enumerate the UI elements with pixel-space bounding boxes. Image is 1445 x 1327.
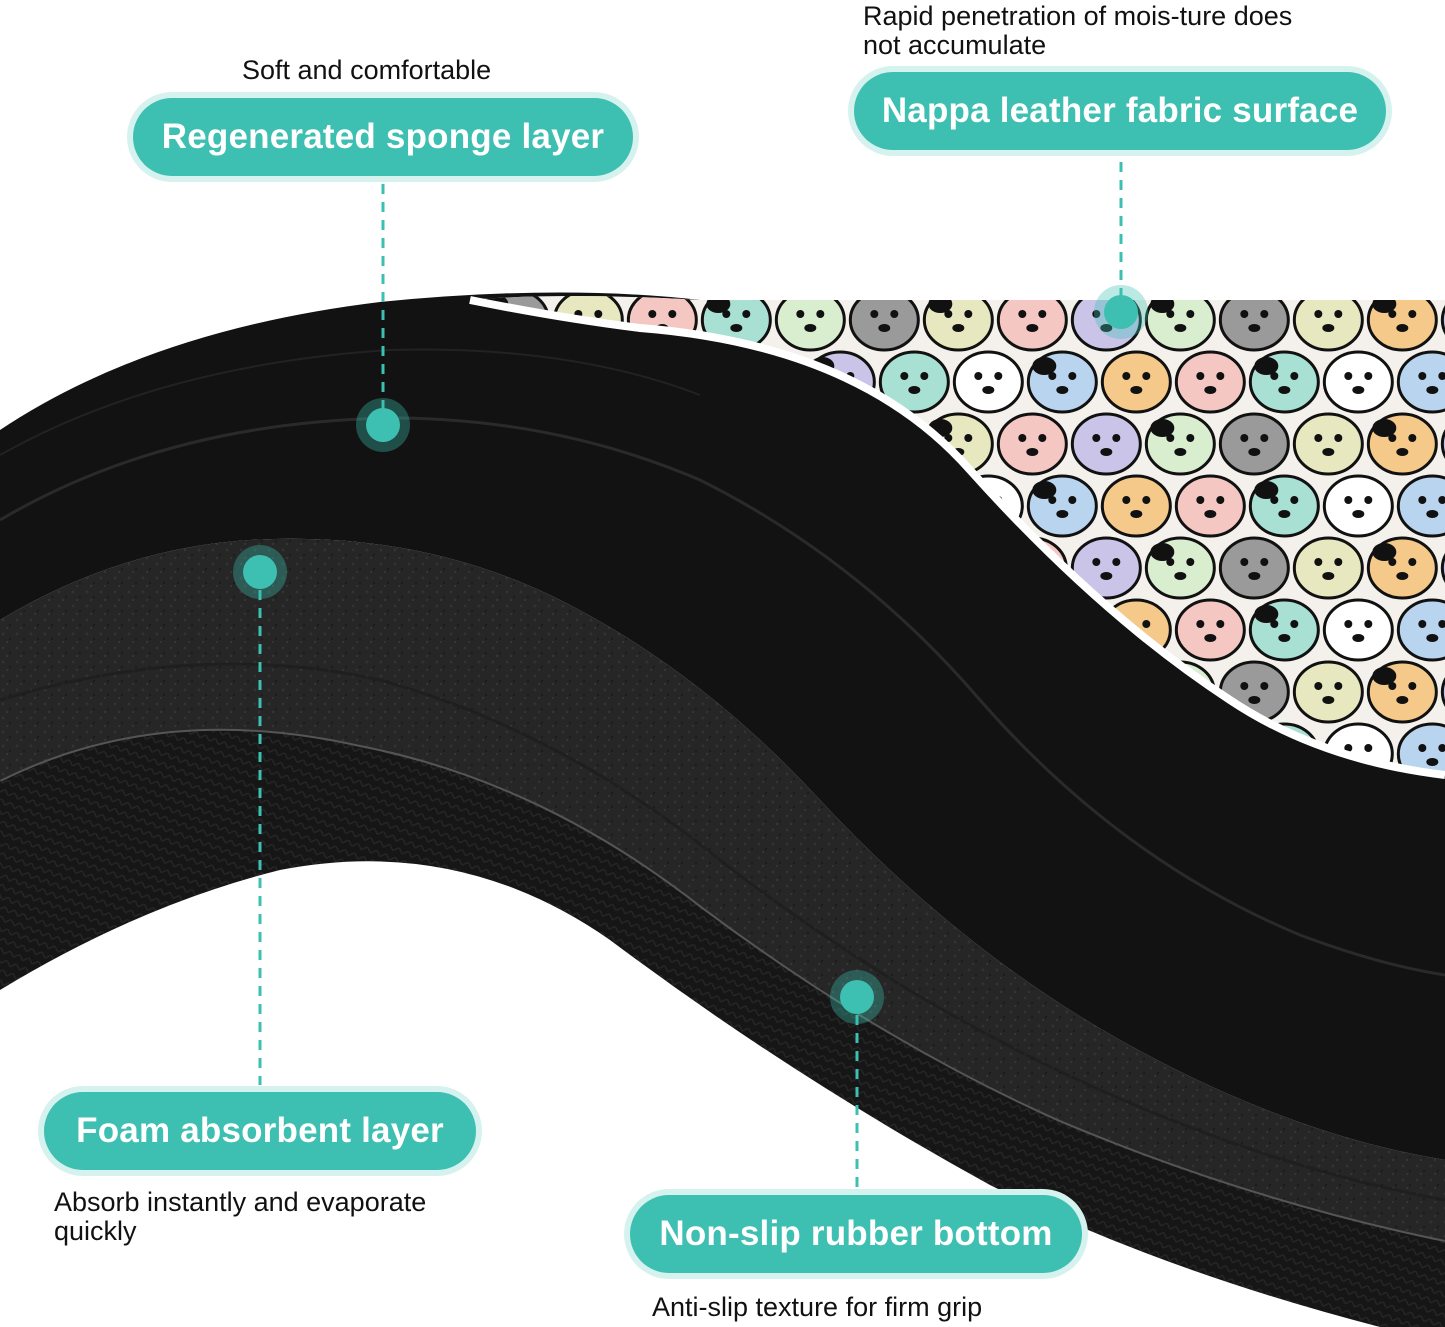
surface-caption-line1: Rapid penetration of mois-ture does: [863, 1, 1293, 31]
rubber-label-pill: Non-slip rubber bottom: [630, 1195, 1082, 1273]
surface-caption-line2: not accumulate: [863, 30, 1047, 60]
rubber-caption: Anti-slip texture for firm grip: [652, 1292, 983, 1322]
foam-caption: Absorb instantly and evaporate quickly: [54, 1188, 426, 1246]
foam-caption-line1: Absorb instantly and evaporate: [54, 1187, 427, 1217]
sponge-layer: [0, 292, 1445, 1160]
sponge-caption: Soft and comfortable: [242, 55, 492, 85]
sponge-marker-dot: [356, 398, 410, 452]
surface-label-pill: Nappa leather fabric surface: [854, 72, 1386, 150]
rubber-bottom-layer: [0, 728, 1445, 1327]
foam-marker-dot: [233, 545, 287, 599]
surface-caption: Rapid penetration of mois-ture does not …: [863, 2, 1292, 60]
foam-caption-line2: quickly: [54, 1216, 137, 1246]
foam-layer: [0, 538, 1445, 1240]
rubber-marker-dot: [830, 970, 884, 1024]
sponge-label-pill: Regenerated sponge layer: [133, 98, 633, 176]
surface-marker-dot: [1094, 285, 1148, 339]
foam-label-pill: Foam absorbent layer: [44, 1092, 476, 1170]
